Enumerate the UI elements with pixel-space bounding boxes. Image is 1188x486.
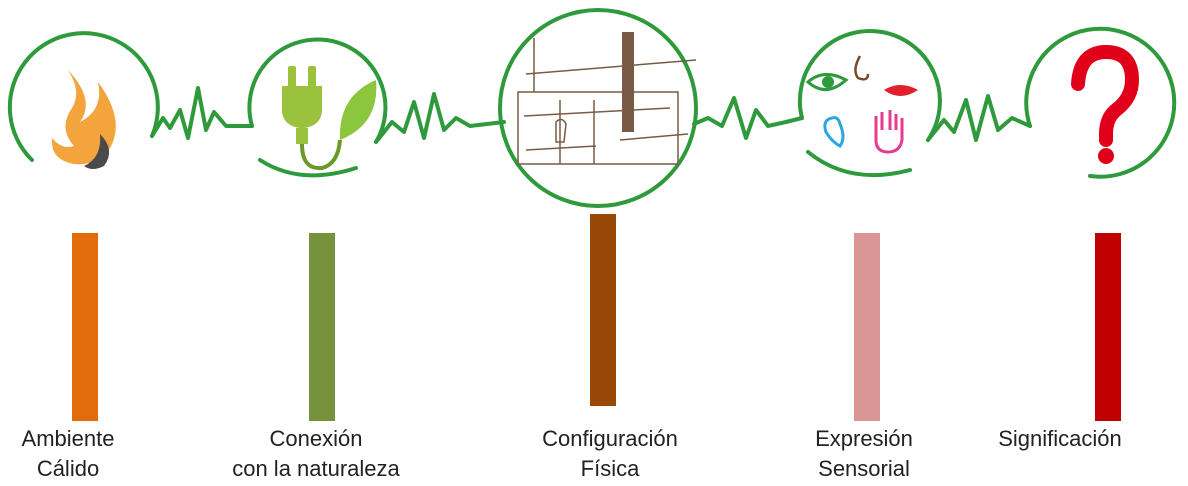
label-ambiente-calido: Ambiente Cálido [0, 424, 188, 484]
plug-leaf-icon [282, 66, 377, 171]
label-expresion-sensorial: Expresión Sensorial [744, 424, 984, 484]
label-configuracion-fisica: Configuración Física [490, 424, 730, 484]
label-significacion: Significación [940, 424, 1180, 454]
category-bar [1095, 233, 1121, 421]
label-line-1: Ambiente [21, 426, 115, 451]
label-line-2: con la naturaleza [232, 456, 400, 481]
label-line-1: Expresión [815, 426, 913, 451]
heartbeat-line [7, 8, 1177, 208]
senses-icon [805, 55, 918, 154]
flame-icon [51, 70, 116, 169]
label-line-2: Sensorial [818, 456, 910, 481]
label-line-2: Física [580, 456, 640, 481]
category-bar [72, 233, 98, 421]
label-line-2: Cálido [36, 456, 100, 481]
question-mark-icon [1071, 44, 1140, 164]
label-line-1: Conexión [269, 426, 363, 451]
category-bar [590, 214, 616, 406]
category-bar [309, 233, 335, 421]
building-sketch-icon [517, 32, 697, 165]
category-bar [854, 233, 880, 421]
label-line-1: Significación [998, 426, 1122, 451]
label-line-1: Configuración [542, 426, 678, 451]
label-conexion-naturaleza: Conexión con la naturaleza [196, 424, 436, 484]
